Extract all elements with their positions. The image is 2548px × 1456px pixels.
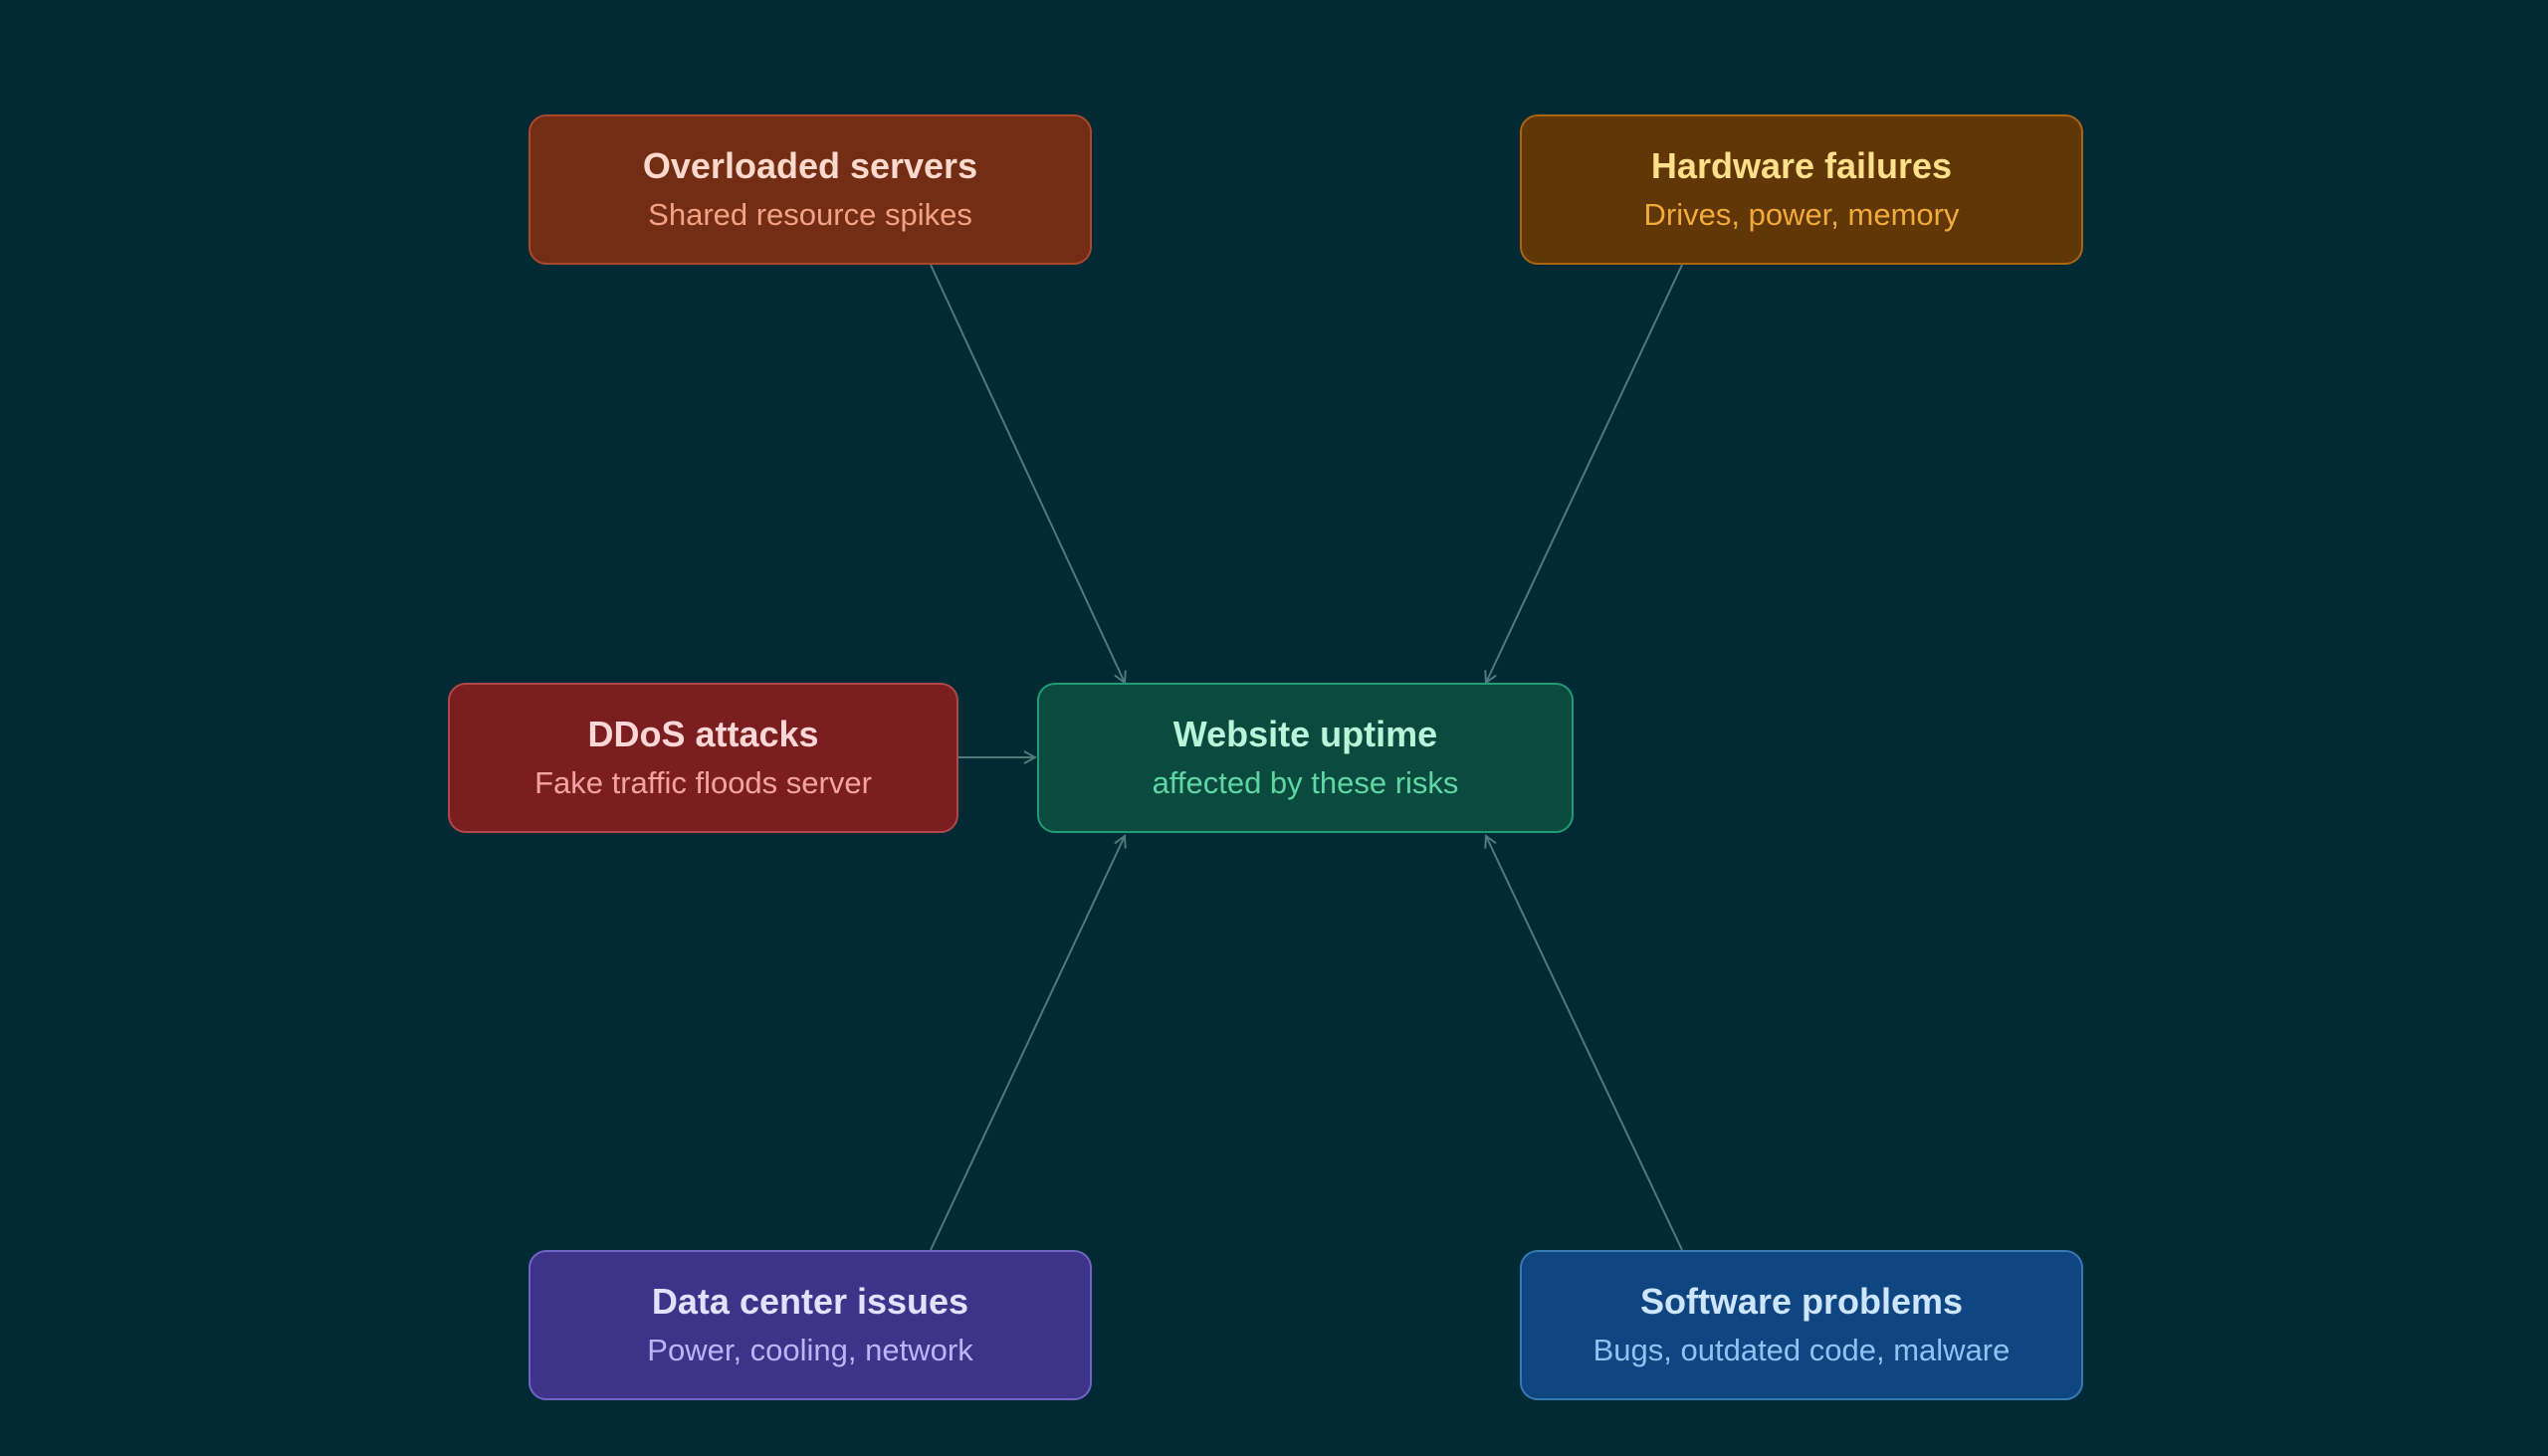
node-title: Hardware failures: [1650, 144, 1953, 186]
node-website-uptime: Website uptime affected by these risks: [1037, 683, 1574, 833]
node-title: Website uptime: [1172, 713, 1438, 754]
node-hardware-failures: Hardware failures Drives, power, memory: [1520, 114, 2083, 265]
edge-overloaded-to-uptime: [930, 264, 1125, 683]
node-title: Data center issues: [651, 1280, 969, 1322]
node-subtitle: Fake traffic floods server: [534, 764, 872, 800]
edge-hardware-to-uptime: [1486, 264, 1683, 683]
node-subtitle: Shared resource spikes: [648, 196, 972, 232]
node-subtitle: affected by these risks: [1152, 764, 1459, 800]
edge-datacenter-to-uptime: [930, 836, 1125, 1251]
node-ddos-attacks: DDoS attacks Fake traffic floods server: [448, 683, 958, 833]
node-software-problems: Software problems Bugs, outdated code, m…: [1520, 1250, 2083, 1400]
node-overloaded-servers: Overloaded servers Shared resource spike…: [529, 114, 1092, 265]
node-title: Software problems: [1639, 1280, 1964, 1322]
node-subtitle: Power, cooling, network: [647, 1332, 973, 1367]
node-subtitle: Bugs, outdated code, malware: [1592, 1332, 2011, 1367]
node-title: Overloaded servers: [642, 144, 978, 186]
node-title: DDoS attacks: [587, 713, 819, 754]
node-subtitle: Drives, power, memory: [1643, 196, 1960, 232]
node-data-center-issues: Data center issues Power, cooling, netwo…: [529, 1250, 1092, 1400]
edge-software-to-uptime: [1486, 836, 1683, 1251]
